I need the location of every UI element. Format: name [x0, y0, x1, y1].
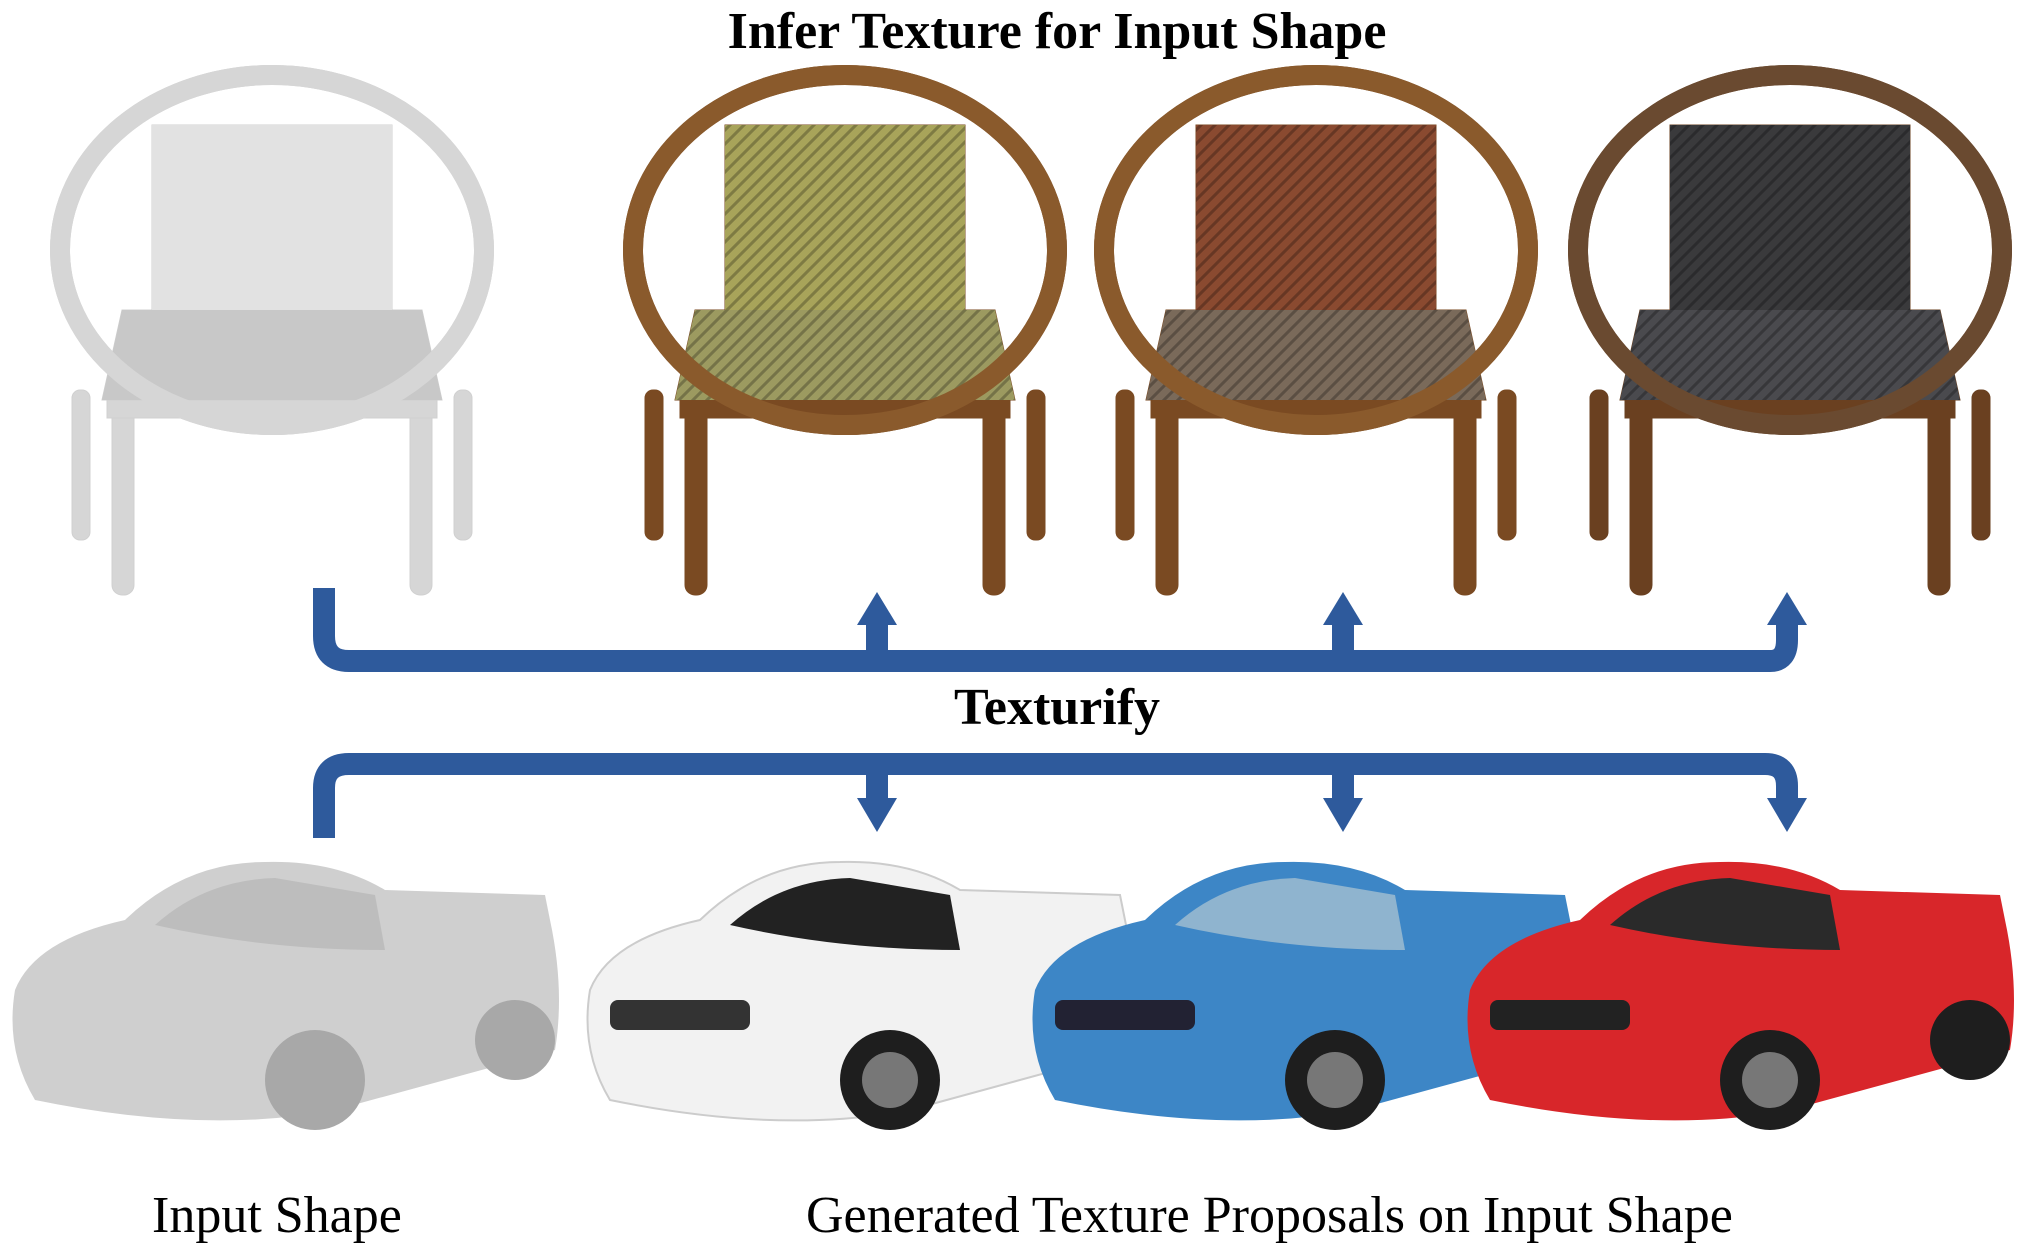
top-bracket-arrows — [313, 588, 1798, 672]
textured-car-white — [586, 860, 1135, 1130]
textured-chair-dark — [1568, 65, 2012, 595]
textured-chair-brown — [1094, 65, 1538, 595]
textured-chair-olive — [623, 65, 1067, 595]
input-shape-caption: Input Shape — [152, 1187, 402, 1244]
up-arrow-heads — [857, 592, 1807, 625]
generated-caption: Generated Texture Proposals on Input Sha… — [806, 1187, 1733, 1244]
method-label: Texturify — [953, 679, 1161, 736]
input-car — [12, 861, 559, 1130]
textured-car-red — [1467, 861, 2014, 1130]
figure-title: Infer Texture for Input Shape — [727, 3, 1387, 60]
bottom-bracket-arrows — [313, 753, 1798, 838]
input-chair — [50, 65, 494, 595]
down-arrow-heads — [857, 798, 1807, 832]
